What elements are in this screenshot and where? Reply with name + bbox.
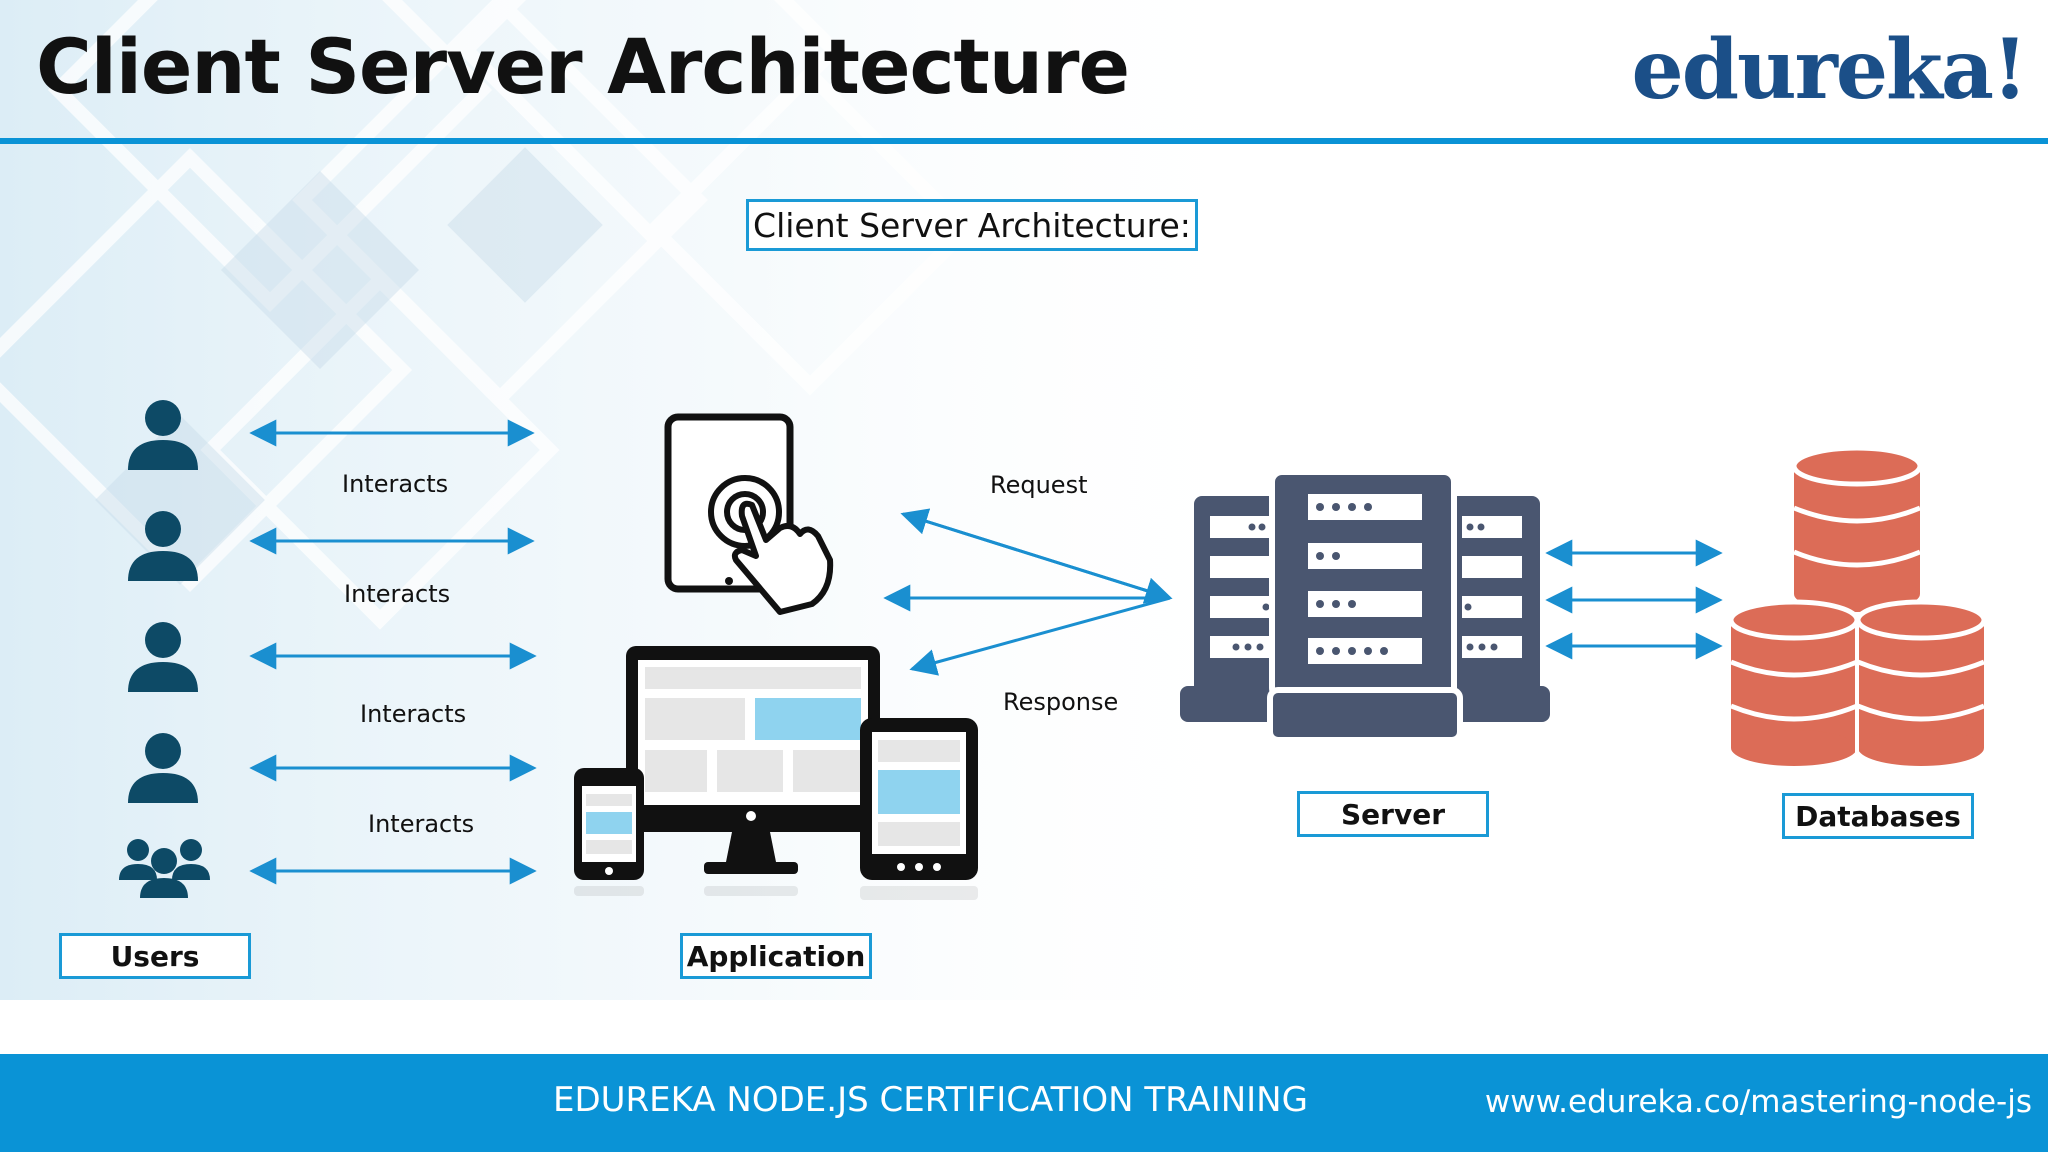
header-divider xyxy=(0,138,2048,144)
interacts-label: Interacts xyxy=(342,470,449,498)
tablet-touch-icon xyxy=(664,413,834,615)
footer-url[interactable]: www.edureka.co/mastering-node-js xyxy=(1484,1084,2032,1120)
user-icon xyxy=(128,733,198,803)
edureka-logo: edureka! xyxy=(1631,22,2028,118)
server-label: Server xyxy=(1297,791,1489,837)
interacts-label: Interacts xyxy=(344,580,451,608)
footer-bar xyxy=(0,1054,2048,1152)
user-icon xyxy=(128,511,198,581)
user-icon xyxy=(128,400,198,470)
databases-label: Databases xyxy=(1782,793,1974,839)
server-database-arrows xyxy=(1545,539,1723,660)
diagram-subtitle: Client Server Architecture: xyxy=(746,199,1198,251)
users-label: Users xyxy=(59,933,251,979)
server-rack-icon xyxy=(1180,469,1550,743)
interacts-label: Interacts xyxy=(360,700,467,728)
user-group-icon xyxy=(119,839,210,898)
devices-icon xyxy=(574,646,978,900)
interacts-label: Interacts xyxy=(368,810,475,838)
user-icon xyxy=(128,622,198,692)
page-title: Client Server Architecture xyxy=(36,22,1130,111)
database-stack-icon xyxy=(1728,445,1987,766)
application-label: Application xyxy=(680,933,872,979)
interacts-arrows xyxy=(249,419,537,885)
request-response-arrows xyxy=(883,508,1173,676)
footer-course: EDUREKA NODE.JS CERTIFICATION TRAINING xyxy=(553,1080,1308,1120)
request-label: Request xyxy=(990,471,1088,499)
response-label: Response xyxy=(1003,688,1119,716)
